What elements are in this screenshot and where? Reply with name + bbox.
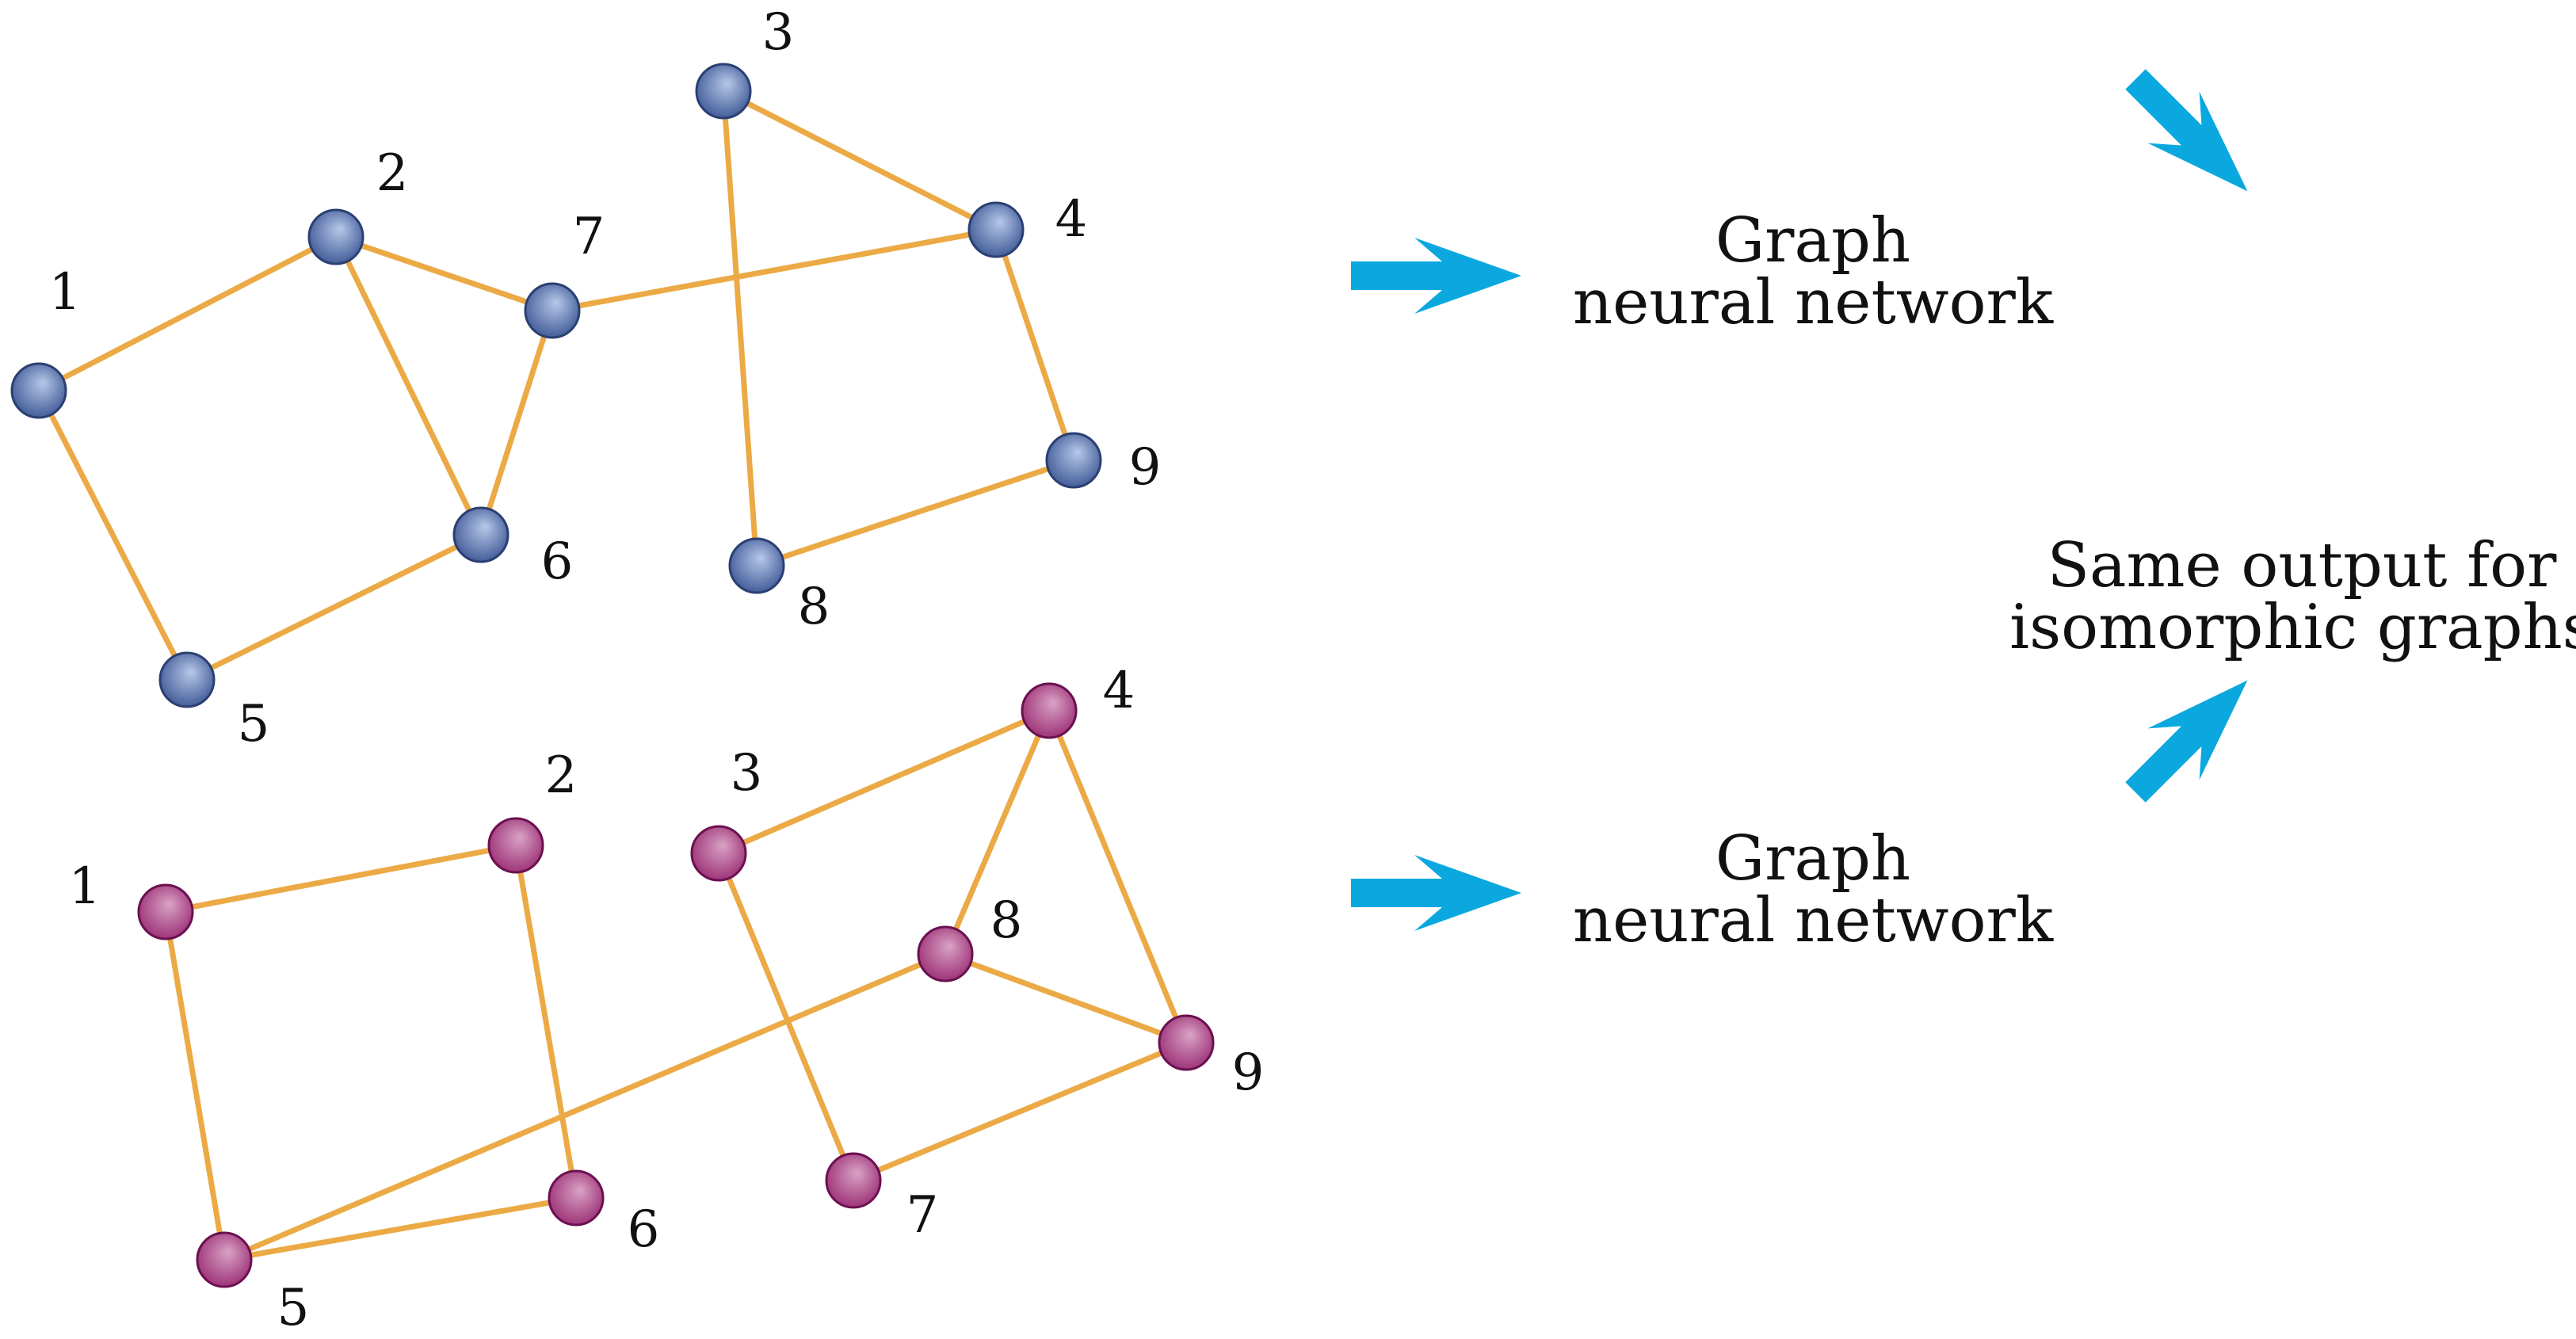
graph-a-node-3 <box>695 63 752 120</box>
graph-a-edge-6-7 <box>478 307 555 538</box>
graph-b-edge-3-4 <box>716 708 1052 856</box>
graph-a-nodes: 1 2 3 4 5 6 7 8 9 <box>10 3 1162 753</box>
graph-b-edge-1-2 <box>162 842 519 915</box>
graph-b-node-label-9: 9 <box>1232 1043 1265 1102</box>
graph-a-edge-2-7 <box>333 234 555 314</box>
graph-a-node-5 <box>158 651 216 708</box>
graph-b-node-label-5: 5 <box>277 1279 310 1335</box>
graph-a-node-9 <box>1045 432 1102 489</box>
graph-a-node-label-6: 6 <box>541 532 574 591</box>
graph-a-node-4 <box>967 201 1025 258</box>
graph-b-edge-1-5 <box>162 909 227 1263</box>
graph-a-node-label-3: 3 <box>762 3 795 62</box>
graph-b-node-label-8: 8 <box>990 891 1023 950</box>
graph-b-edge-5-6 <box>221 1195 579 1263</box>
graph-b-edge-4-9 <box>1046 708 1189 1046</box>
graph-a-edge-5-6 <box>184 532 484 683</box>
graph-b: 1 2 3 4 5 6 7 8 9 <box>69 662 1265 1337</box>
graph-b-node-9 <box>1158 1014 1215 1071</box>
graph-b-node-5 <box>196 1231 253 1288</box>
graph-b-nodes: 1 2 3 4 5 6 7 8 9 <box>69 662 1265 1337</box>
gnn-bottom-caption-line2: neural network <box>1573 885 2054 956</box>
graph-b-node-label-6: 6 <box>628 1200 660 1259</box>
output-caption-line1: Same output for <box>2047 530 2558 601</box>
graph-a-node-6 <box>452 506 509 563</box>
graph-a-edge-1-2 <box>36 234 339 394</box>
graph-a-node-label-1: 1 <box>49 263 82 322</box>
graph-b-edge-3-7 <box>716 850 857 1184</box>
gnn-bottom-caption-line1: Graph <box>1715 823 1910 895</box>
graph-a-edge-1-5 <box>36 387 190 683</box>
arrows <box>1351 69 2248 931</box>
graph-b-node-label-7: 7 <box>906 1186 939 1245</box>
graph-b-node-3 <box>690 825 747 882</box>
graph-b-edge-5-8 <box>221 951 948 1263</box>
graph-a: 1 2 3 4 5 6 7 8 9 <box>10 3 1162 753</box>
graph-a-edge-2-6 <box>333 234 484 538</box>
graph-a-node-label-5: 5 <box>238 695 270 753</box>
output-caption-line2: isomorphic graphs <box>2009 592 2576 663</box>
graph-b-edge-2-6 <box>513 842 579 1201</box>
arrow-top-gnn-to-output-icon <box>2125 69 2248 192</box>
graph-b-edge-4-8 <box>942 708 1052 957</box>
graph-b-node-8 <box>917 925 974 982</box>
graph-b-edge-8-9 <box>942 951 1189 1046</box>
graph-a-edge-7-4 <box>549 227 999 314</box>
graph-b-node-6 <box>548 1169 605 1226</box>
graph-a-edges <box>36 88 1077 683</box>
graph-b-node-label-1: 1 <box>69 857 101 916</box>
graph-b-node-label-3: 3 <box>731 744 763 803</box>
graph-b-edges <box>162 708 1189 1263</box>
graph-a-edge-3-4 <box>720 88 999 233</box>
graph-a-node-1 <box>10 362 67 419</box>
arrow-bottom-to-gnn-icon <box>1351 855 1521 931</box>
graph-a-edge-8-9 <box>754 457 1077 569</box>
graph-a-node-label-8: 8 <box>798 578 830 636</box>
graph-b-node-7 <box>825 1152 882 1209</box>
graph-a-node-label-7: 7 <box>573 208 605 266</box>
graph-b-node-4 <box>1021 682 1078 739</box>
graph-a-node-7 <box>524 282 581 339</box>
graph-b-node-label-4: 4 <box>1103 662 1135 720</box>
graph-b-node-label-2: 2 <box>545 746 578 805</box>
graph-a-node-2 <box>307 208 364 265</box>
gnn-top-caption-line1: Graph <box>1715 205 1910 277</box>
graph-a-node-8 <box>728 537 785 594</box>
graph-a-edge-4-9 <box>993 227 1077 464</box>
graph-a-edge-3-8 <box>720 88 760 569</box>
graph-a-node-label-9: 9 <box>1129 438 1162 497</box>
gnn-top-caption-line2: neural network <box>1573 267 2054 338</box>
arrow-bottom-gnn-to-output-icon <box>2125 680 2248 803</box>
graph-b-edge-7-9 <box>850 1040 1189 1184</box>
graph-b-node-1 <box>137 883 194 940</box>
arrow-top-to-gnn-icon <box>1351 238 1521 314</box>
graph-a-node-label-2: 2 <box>376 144 409 203</box>
graph-b-node-2 <box>487 817 544 874</box>
graph-a-node-label-4: 4 <box>1055 190 1088 249</box>
